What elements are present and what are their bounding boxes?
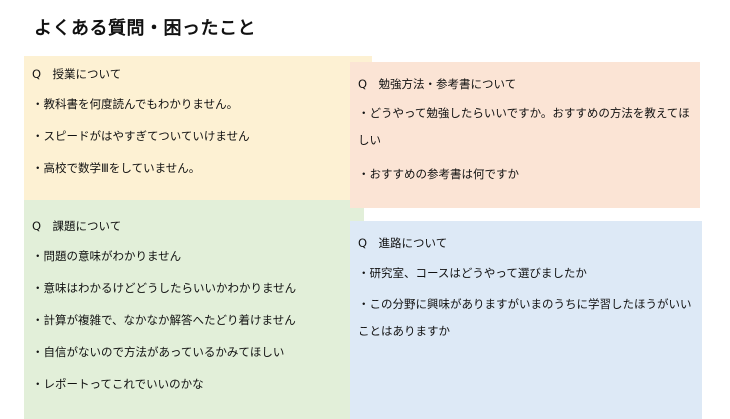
faq-box-study: Q 勉強方法・参考書について ・どうやって勉強したらいいですか。おすすめの方法を… xyxy=(350,62,700,208)
faq-item: ・問題の意味がわかりません xyxy=(32,249,182,263)
faq-item: ・スピードがはやすぎてついていけません xyxy=(32,129,250,143)
page-title: よくある質問・困ったこと xyxy=(34,18,256,39)
faq-box-career: Q 進路について ・研究室、コースはどうやって選びましたか ・この分野に興味があ… xyxy=(350,221,702,419)
faq-heading-lessons: Q 授業について xyxy=(32,67,122,81)
faq-item: ・おすすめの参考書は何ですか xyxy=(358,167,519,181)
faq-item: ・レポートってこれでいいのかな xyxy=(32,377,204,391)
faq-item: ・この分野に興味がありますがいまのうちに学習したほうがいいことはありますか xyxy=(358,297,692,338)
faq-item: ・意味はわかるけどどうしたらいいかわかりません xyxy=(32,281,297,295)
faq-box-lessons: Q 授業について ・教科書を何度読んでもわかりません。 ・スピードがはやすぎてつ… xyxy=(24,56,372,200)
faq-box-assignments: Q 課題について ・問題の意味がわかりません ・意味はわかるけどどうしたらいいか… xyxy=(24,200,364,419)
faq-item: ・高校で数学Ⅲをしていません。 xyxy=(32,161,201,175)
faq-item: ・研究室、コースはどうやって選びましたか xyxy=(358,266,587,280)
faq-heading-career: Q 進路について xyxy=(358,236,448,250)
faq-heading-assignments: Q 課題について xyxy=(32,219,122,233)
faq-item: ・自信がないので方法があっているかみてほしい xyxy=(32,345,285,359)
faq-heading-study: Q 勉強方法・参考書について xyxy=(358,77,517,91)
faq-item: ・計算が複雑で、なかなか解答へたどり着けません xyxy=(32,313,296,327)
faq-item: ・どうやって勉強したらいいですか。おすすめの方法を教えてほしい xyxy=(358,106,690,147)
faq-item: ・教科書を何度読んでもわかりません。 xyxy=(32,97,239,111)
